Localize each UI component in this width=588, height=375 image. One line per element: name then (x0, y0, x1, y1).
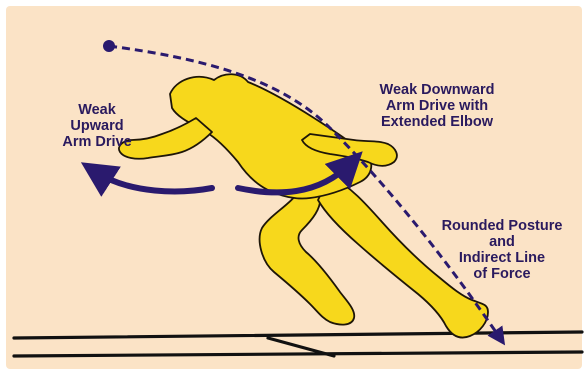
label-weak-upward-arm-drive: Weak Upward Arm Drive (42, 102, 152, 150)
label-line: Extended Elbow (352, 114, 522, 130)
label-rounded-posture: Rounded Posture and Indirect Line of For… (424, 218, 580, 282)
label-line: of Force (424, 266, 580, 282)
label-line: Rounded Posture (424, 218, 580, 234)
label-line: Arm Drive with (352, 98, 522, 114)
label-line: Arm Drive (42, 134, 152, 150)
label-line: Upward (42, 118, 152, 134)
label-line: Indirect Line (424, 250, 580, 266)
label-line: Weak Downward (352, 82, 522, 98)
label-line: and (424, 234, 580, 250)
label-line: Weak (42, 102, 152, 118)
label-weak-downward-arm-drive: Weak Downward Arm Drive with Extended El… (352, 82, 522, 130)
